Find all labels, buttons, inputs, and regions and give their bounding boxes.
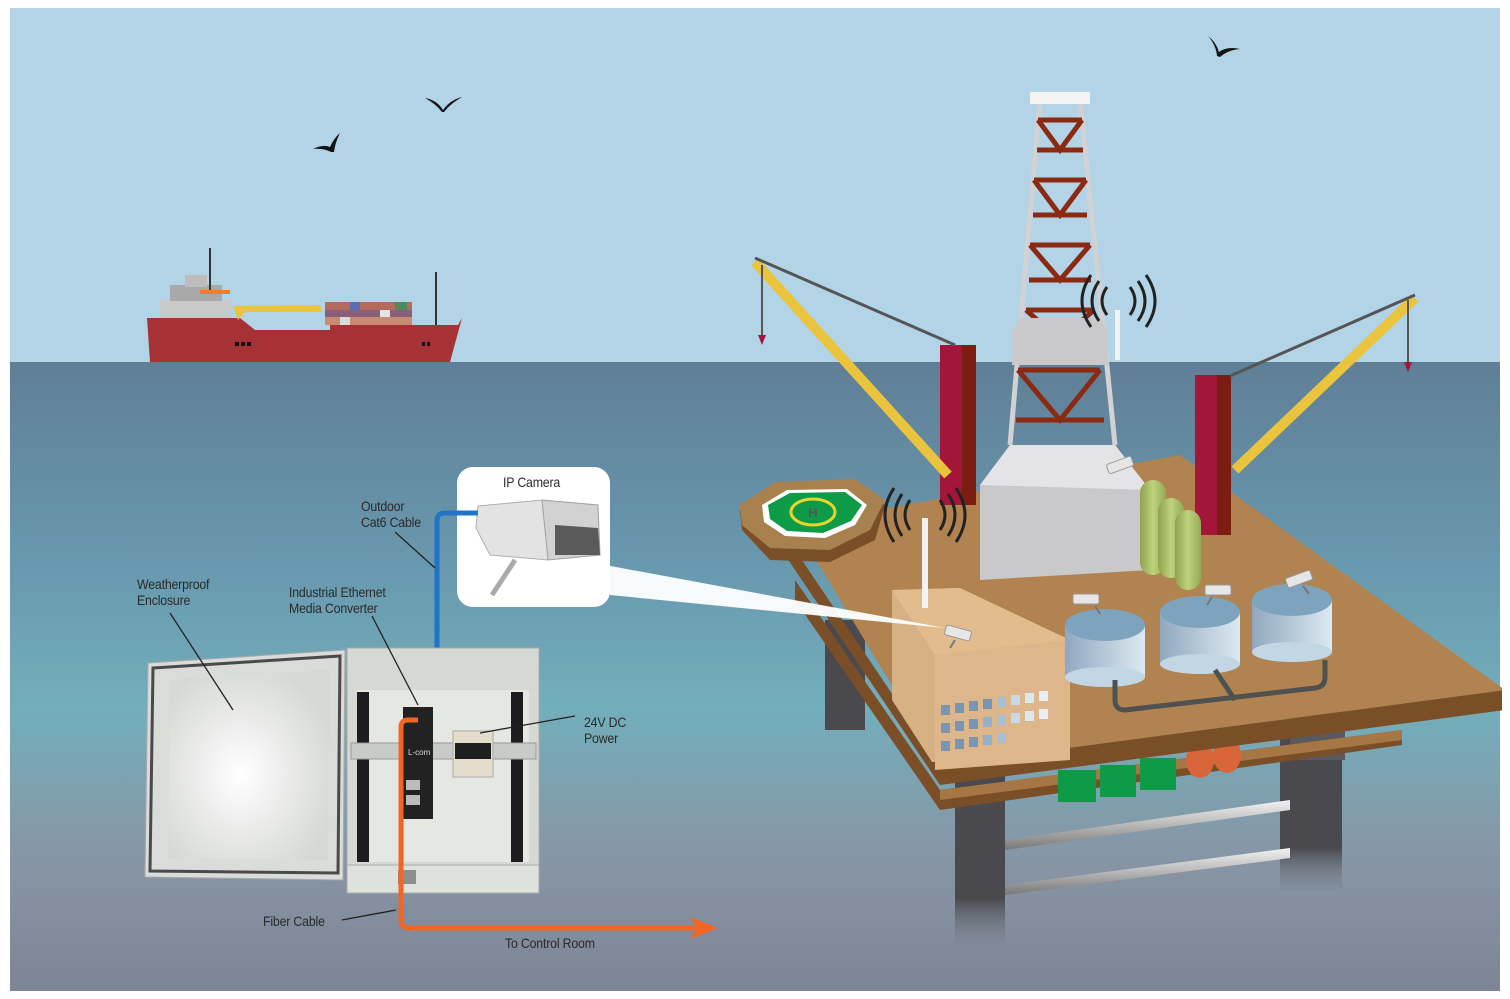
bird-icon <box>425 97 462 112</box>
leader-lines <box>169 531 576 921</box>
label-control-room: To Control Room <box>505 935 595 951</box>
label-power: 24V DC Power <box>584 714 626 746</box>
label-line: Media Converter <box>289 600 378 616</box>
device-brand: L-com <box>408 748 431 757</box>
bird-icon <box>313 133 340 152</box>
label-line: Weatherproof <box>137 576 210 592</box>
label-fiber-cable: Fiber Cable <box>263 913 325 929</box>
label-line: 24V DC <box>584 714 627 730</box>
arrow-right-icon <box>690 917 718 939</box>
storage-tank <box>1252 584 1332 662</box>
wireless-signal-icon <box>1080 274 1157 328</box>
ip-camera-icon <box>1106 455 1134 475</box>
label-line: Power <box>584 730 619 746</box>
svg-text:H: H <box>808 505 817 520</box>
ip-camera-icon <box>1072 593 1101 615</box>
label-line: Outdoor <box>361 498 405 514</box>
label-ip-camera: IP Camera <box>503 474 561 490</box>
label-outdoor-cable: Outdoor Cat6 Cable <box>361 498 421 530</box>
cargo-ship <box>147 248 462 362</box>
label-enclosure: Weatherproof Enclosure <box>137 576 209 608</box>
label-line: Enclosure <box>137 592 191 608</box>
wireless-signal-icon <box>883 487 967 543</box>
callout-pointer <box>605 565 945 628</box>
weatherproof-enclosure: L-com <box>144 647 540 894</box>
ip-camera-icon <box>944 624 972 649</box>
ip-camera-callout <box>457 467 610 607</box>
label-line: Cat6 Cable <box>361 514 421 530</box>
ip-camera-icon <box>1285 569 1313 595</box>
building-windows <box>941 691 1048 751</box>
bird-icon <box>1208 36 1240 57</box>
label-media-converter: Industrial Ethernet Media Converter <box>289 584 386 616</box>
label-line: Industrial Ethernet <box>289 584 386 600</box>
ip-camera-icon <box>1204 584 1232 606</box>
fiber-cable <box>398 717 695 931</box>
storage-tank <box>1065 609 1145 687</box>
sky <box>10 8 1500 363</box>
storage-tank <box>1160 596 1240 674</box>
oil-platform: H <box>740 92 1505 945</box>
